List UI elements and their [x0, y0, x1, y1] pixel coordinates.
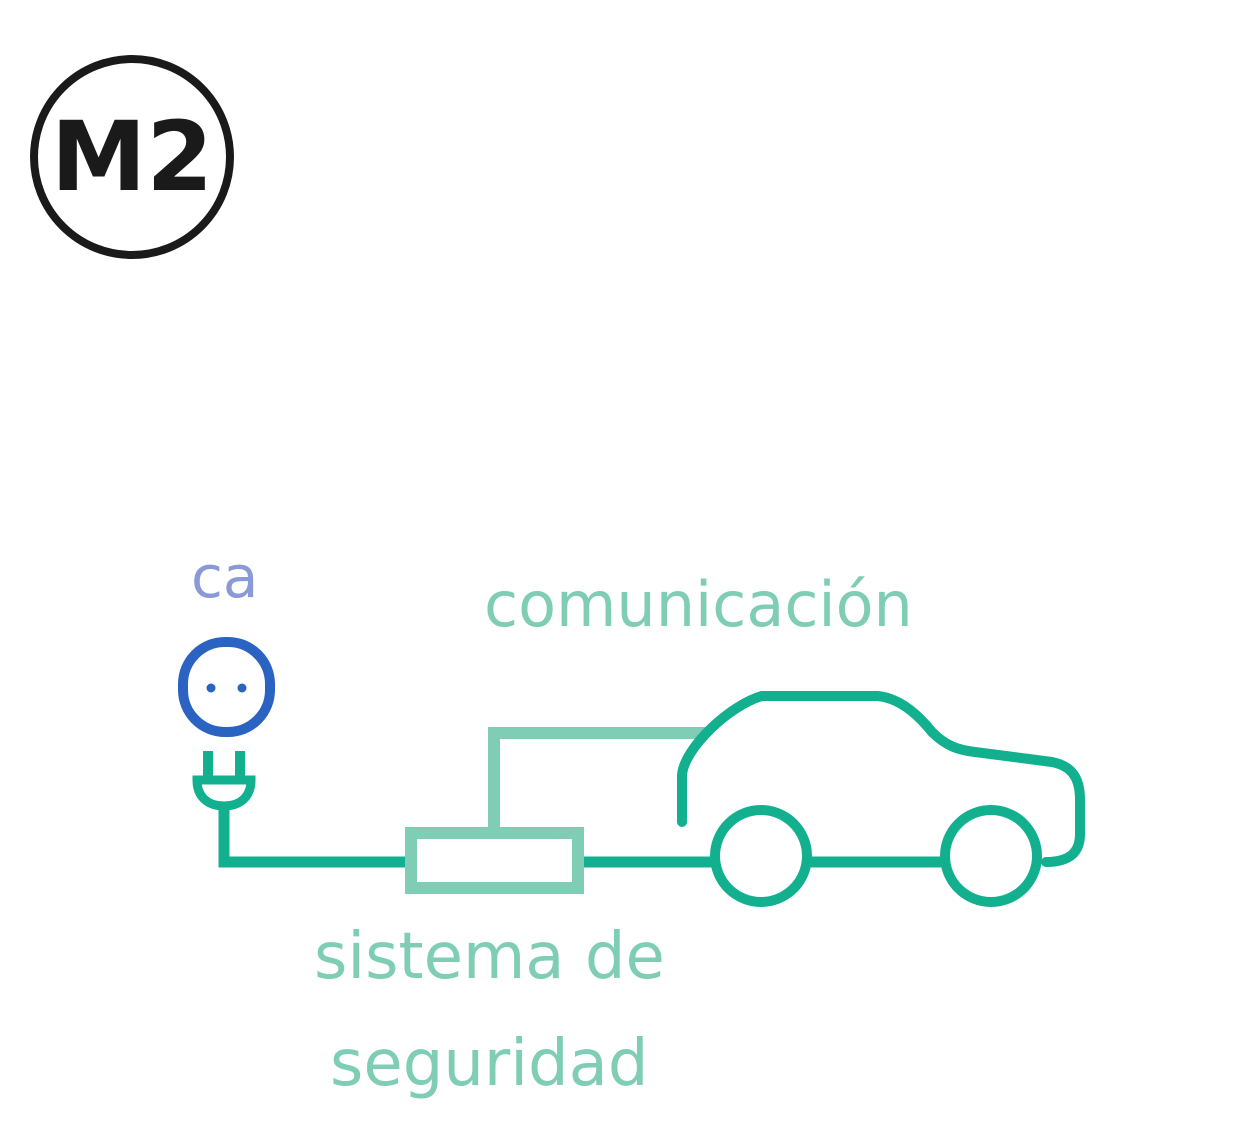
safety-system-label-line2: seguridad: [330, 1027, 649, 1101]
safety-system-box: [405, 827, 584, 894]
safety-system-label-line1: sistema de: [314, 920, 665, 994]
car-icon: [677, 691, 1085, 907]
plug-icon: [192, 751, 256, 811]
ac-label: ca: [191, 543, 259, 611]
communication-line: [488, 727, 708, 830]
badge-text: M2: [51, 101, 213, 213]
mode-badge: M2: [30, 55, 234, 259]
socket-icon: [178, 637, 275, 737]
charging-cable: [218, 808, 944, 868]
communication-label: comunicación: [484, 568, 913, 641]
